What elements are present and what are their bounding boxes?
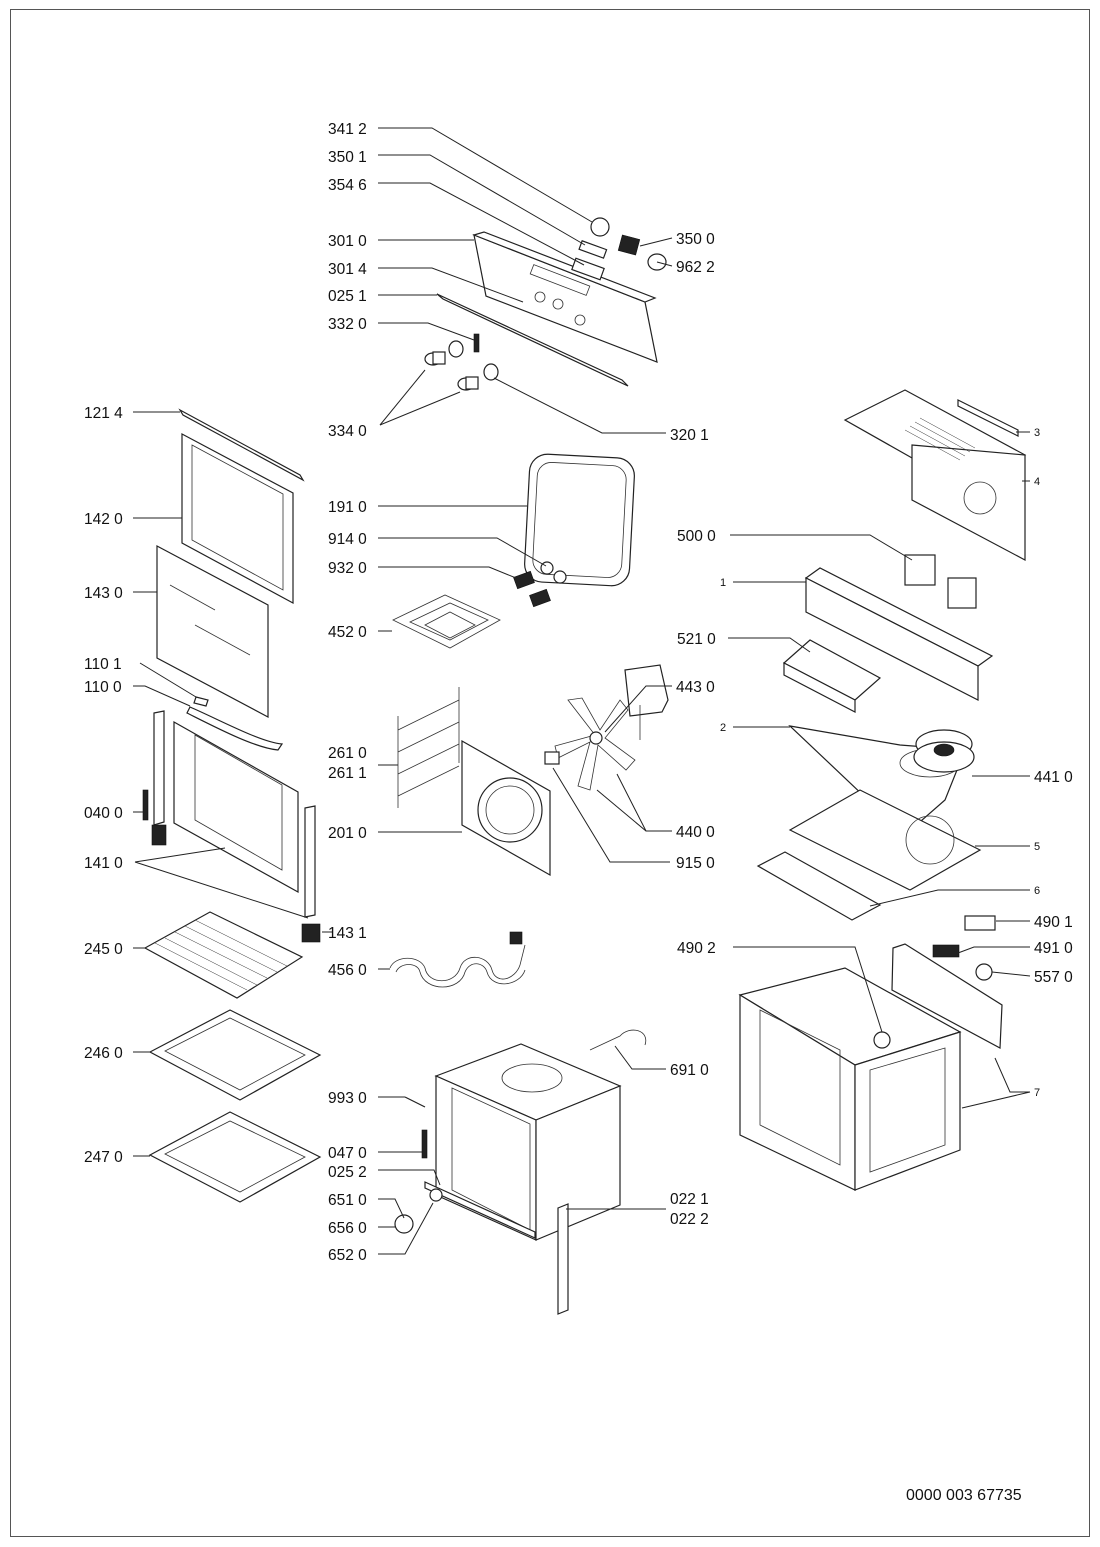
label-261-1: 261 1 [328, 765, 367, 782]
knob-334 [424, 340, 499, 391]
label-557-0: 557 0 [1034, 969, 1073, 986]
label-932-0: 932 0 [328, 560, 367, 577]
oven-interior-parts [389, 453, 669, 1315]
label-201-0: 201 0 [328, 825, 367, 842]
label-143-1: 143 1 [328, 925, 367, 942]
label-110-1: 110 1 [84, 656, 122, 673]
label-914-0: 914 0 [328, 531, 367, 548]
label-341-2: 341 2 [328, 121, 367, 138]
label-962-2: 962 2 [676, 259, 715, 276]
label-7: 7 [1034, 1087, 1040, 1099]
document-number: 0000 003 67735 [906, 1487, 1022, 1504]
label-142-0: 142 0 [84, 511, 123, 528]
label-490-1: 490 1 [1034, 914, 1073, 931]
racks-and-trays [143, 911, 322, 1203]
label-022-2: 022 2 [670, 1211, 709, 1228]
label-491-0: 491 0 [1034, 940, 1073, 957]
label-652-0: 652 0 [328, 1247, 367, 1264]
label-245-0: 245 0 [84, 941, 123, 958]
label-440-0: 440 0 [676, 824, 715, 841]
label-143-0: 143 0 [84, 585, 123, 602]
label-047-0: 047 0 [328, 1145, 367, 1162]
label-320-1: 320 1 [670, 427, 709, 444]
label-443-0: 443 0 [676, 679, 715, 696]
right-assemblies [738, 389, 1027, 1191]
leader-lines [133, 127, 1031, 1255]
label-2: 2 [720, 722, 726, 734]
label-651-0: 651 0 [328, 1192, 367, 1209]
label-354-6: 354 6 [328, 177, 367, 194]
label-3: 3 [1034, 427, 1040, 439]
label-301-4: 301 4 [328, 261, 367, 278]
label-025-2: 025 2 [328, 1164, 367, 1181]
label-691-0: 691 0 [670, 1062, 709, 1079]
label-915-0: 915 0 [676, 855, 715, 872]
label-025-1: 025 1 [328, 288, 367, 305]
label-5: 5 [1034, 841, 1040, 853]
label-022-1: 022 1 [670, 1191, 709, 1208]
label-350-1: 350 1 [328, 149, 367, 166]
label-246-0: 246 0 [84, 1045, 123, 1062]
control-panel-group [424, 217, 667, 391]
label-1: 1 [720, 577, 726, 589]
label-350-0: 350 0 [676, 231, 715, 248]
label-490-2: 490 2 [677, 940, 716, 957]
label-521-0: 521 0 [677, 631, 716, 648]
label-141-0: 141 0 [84, 855, 123, 872]
label-040-0: 040 0 [84, 805, 123, 822]
label-456-0: 456 0 [328, 962, 367, 979]
label-6: 6 [1034, 885, 1040, 897]
label-247-0: 247 0 [84, 1149, 123, 1166]
label-121-4: 121 4 [84, 405, 123, 422]
door-group [142, 408, 321, 943]
label-332-0: 332 0 [328, 316, 367, 333]
label-500-0: 500 0 [677, 528, 716, 545]
part-labels: 341 2 350 1 354 6 301 0 301 4 025 1 332 … [84, 121, 1073, 1264]
label-441-0: 441 0 [1034, 769, 1073, 786]
label-110-0: 110 0 [84, 679, 122, 696]
label-452-0: 452 0 [328, 624, 367, 641]
label-656-0: 656 0 [328, 1220, 367, 1237]
label-4: 4 [1034, 476, 1040, 488]
label-993-0: 993 0 [328, 1090, 367, 1107]
label-191-0: 191 0 [328, 499, 367, 516]
label-334-0: 334 0 [328, 423, 367, 440]
label-301-0: 301 0 [328, 233, 367, 250]
label-261-0: 261 0 [328, 745, 367, 762]
